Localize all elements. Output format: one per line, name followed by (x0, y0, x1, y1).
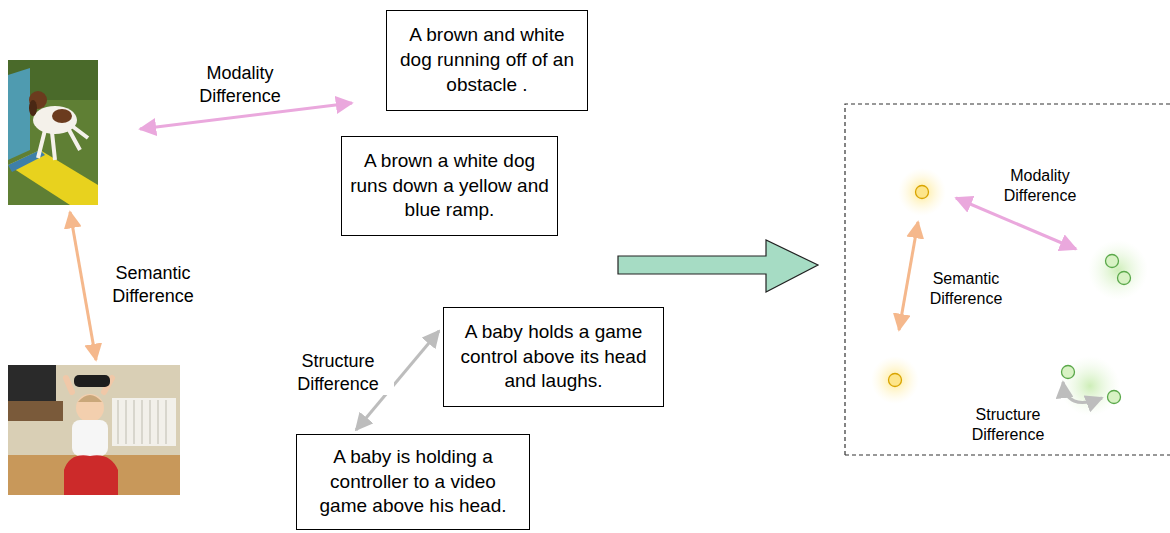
caption-box: A brown a white dog runs down a yellow a… (341, 136, 558, 236)
transition-arrow (618, 240, 818, 292)
modality-arrow (140, 103, 352, 129)
edge-label: Structure Difference (282, 350, 394, 395)
caption-text: A brown a white dog runs down a yellow a… (350, 149, 549, 223)
caption-box: A brown and white dog running off of an … (386, 10, 588, 111)
difference-label: Modality Difference (988, 166, 1092, 206)
difference-label: Semantic Difference (94, 262, 212, 307)
embedding-space (845, 104, 1170, 455)
baby-photo (8, 365, 180, 495)
caption-box: A baby is holding a controller to a vide… (296, 434, 530, 530)
caption-text: A brown and white dog running off of an … (395, 23, 579, 97)
difference-label: Structure Difference (956, 405, 1060, 445)
caption-box: A baby holds a game control above its he… (443, 307, 664, 407)
semantic-arrow (70, 212, 96, 360)
difference-label: Modality Difference (181, 62, 299, 107)
caption-text: A baby is holding a controller to a vide… (305, 445, 521, 519)
caption-text: A baby holds a game control above its he… (452, 320, 655, 394)
dog-photo (8, 60, 98, 205)
difference-label: Semantic Difference (914, 269, 1018, 309)
